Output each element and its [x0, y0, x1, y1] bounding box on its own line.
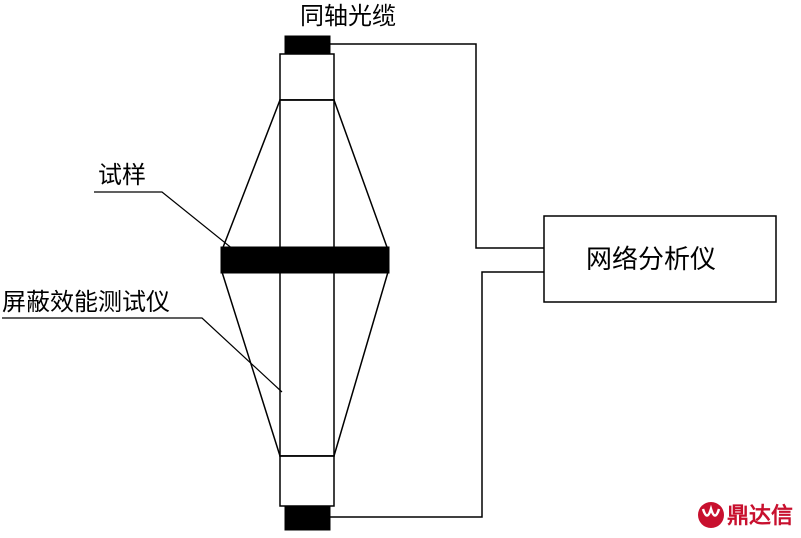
watermark-text: 鼎达信: [727, 503, 793, 529]
bottom-fitting: [279, 455, 335, 507]
watermark-logo-icon: [698, 502, 724, 528]
network-analyzer-label: 网络分析仪: [586, 245, 716, 275]
tester-leader: [2, 317, 283, 393]
watermark-logo-mark: [701, 504, 721, 517]
lower-cable-line: [330, 271, 544, 518]
bottom-connector: [284, 505, 331, 531]
upper-cable-line: [330, 43, 544, 249]
specimen-label: 试样: [98, 161, 146, 189]
top-connector: [284, 35, 331, 55]
tester-label: 屏蔽效能测试仪: [2, 288, 170, 316]
tester-column: [279, 99, 335, 457]
watermark-logo: 鼎达信: [698, 502, 793, 529]
specimen-band: [220, 246, 390, 274]
specimen-leader: [94, 191, 245, 259]
top-fitting: [279, 53, 335, 101]
network-analyzer-box: [543, 215, 777, 303]
coax-cable-label: 同轴光缆: [300, 2, 396, 30]
